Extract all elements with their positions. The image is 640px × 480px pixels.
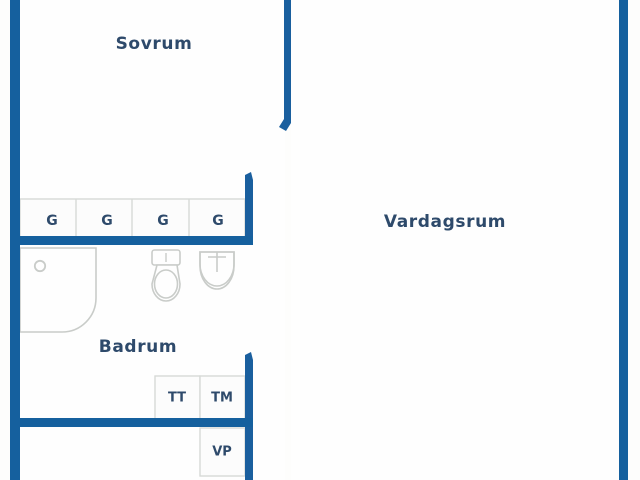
wall-band-closet	[10, 236, 253, 245]
appliance-box-tm	[199, 375, 246, 421]
floor-drain-icon	[33, 259, 47, 273]
wall-exterior-right	[619, 0, 628, 480]
walls-group	[10, 0, 628, 480]
appliance-label-tt: TT	[167, 390, 187, 406]
appliance-label-tm: TM	[211, 390, 233, 406]
wall-band-bathroom	[10, 418, 253, 427]
closet-label-3: G	[157, 213, 169, 229]
appliance-label-vp: VP	[212, 444, 232, 460]
wall-closet-partition	[245, 172, 253, 244]
closet-label-4: G	[212, 213, 224, 229]
appliance-box-vp	[199, 427, 246, 477]
sink-fixture	[199, 251, 235, 290]
wall-bathroom-partition	[245, 352, 253, 480]
appliance-box-tt	[154, 375, 201, 421]
room-label-vardagsrum: Vardagsrum	[383, 212, 507, 232]
room-label-badrum: Badrum	[98, 337, 178, 357]
appliance-boxes-group	[154, 375, 246, 477]
shower-fixture	[19, 247, 97, 333]
bathroom-fixtures-group	[19, 247, 235, 333]
closet-row-group	[19, 198, 246, 238]
closet-label-1: G	[46, 213, 58, 229]
toilet-fixture	[151, 249, 181, 302]
wall-bedroom-partition	[279, 0, 291, 131]
room-label-sovrum: Sovrum	[115, 34, 193, 54]
living-room-fill	[291, 0, 619, 480]
closet-label-2: G	[101, 213, 113, 229]
